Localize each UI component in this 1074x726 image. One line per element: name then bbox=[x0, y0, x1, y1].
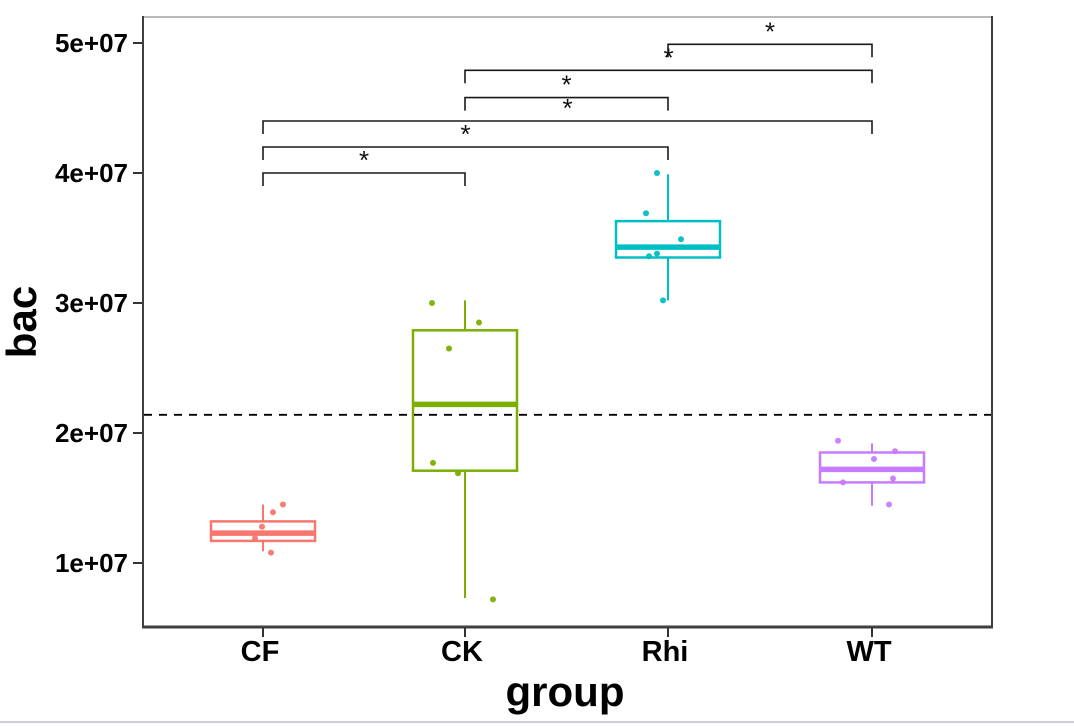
x-tick-label: WT bbox=[846, 636, 891, 668]
jitter-point bbox=[429, 300, 435, 306]
sig-bracket bbox=[262, 146, 669, 160]
jitter-point bbox=[430, 459, 436, 466]
jitter-point bbox=[835, 437, 841, 444]
box-iqr bbox=[614, 219, 722, 259]
y-tick-label: 1e+07 bbox=[55, 548, 128, 578]
jitter-point bbox=[268, 549, 274, 556]
jitter-point bbox=[643, 210, 649, 217]
sig-bracket bbox=[262, 120, 873, 134]
x-tick-label: Rhi bbox=[642, 636, 689, 668]
y-tick-label: 2e+07 bbox=[55, 418, 128, 448]
boxplot-ck bbox=[411, 300, 519, 599]
jitter-point bbox=[654, 170, 660, 176]
sig-bracket bbox=[464, 96, 669, 111]
sig-label: * bbox=[460, 119, 470, 149]
sig-label: * bbox=[663, 42, 673, 72]
jitter-point bbox=[646, 253, 652, 260]
jitter-point bbox=[654, 250, 660, 257]
boxplot-layer bbox=[209, 174, 926, 599]
jitter-point bbox=[270, 509, 276, 516]
sig-bracket bbox=[667, 43, 873, 58]
jitter-layer bbox=[252, 170, 898, 603]
sig-label: * bbox=[562, 93, 572, 123]
jitter-point bbox=[890, 475, 896, 482]
y-tick-label: 3e+07 bbox=[55, 288, 128, 318]
significance-layer: ****** bbox=[262, 16, 873, 186]
y-tick-label: 4e+07 bbox=[55, 158, 128, 188]
window-bottom-edge bbox=[0, 721, 1074, 723]
y-tick-label: 5e+07 bbox=[55, 28, 128, 58]
sig-label: * bbox=[561, 70, 571, 100]
x-tick-label: CK bbox=[441, 636, 483, 668]
jitter-point bbox=[455, 470, 461, 477]
jitter-point bbox=[660, 297, 666, 304]
boxplot-cf bbox=[209, 504, 317, 552]
x-axis-title: group bbox=[506, 668, 625, 715]
jitter-point bbox=[280, 501, 286, 508]
jitter-point bbox=[490, 596, 496, 603]
jitter-point bbox=[252, 535, 258, 542]
jitter-point bbox=[259, 523, 265, 530]
boxplot-rhi bbox=[614, 174, 722, 301]
y-axis-title: bac bbox=[0, 286, 45, 358]
sig-bracket bbox=[262, 172, 466, 186]
jitter-point bbox=[886, 501, 892, 508]
jitter-point bbox=[892, 448, 898, 455]
jitter-point bbox=[446, 345, 452, 352]
jitter-point bbox=[840, 479, 846, 486]
jitter-point bbox=[476, 319, 482, 326]
jitter-point bbox=[678, 236, 684, 243]
jitter-point bbox=[871, 456, 877, 462]
box-iqr bbox=[411, 329, 519, 472]
sig-bracket bbox=[464, 69, 873, 84]
sig-label: * bbox=[359, 145, 369, 175]
sig-label: * bbox=[765, 16, 775, 46]
x-tick-label: CF bbox=[241, 636, 280, 668]
